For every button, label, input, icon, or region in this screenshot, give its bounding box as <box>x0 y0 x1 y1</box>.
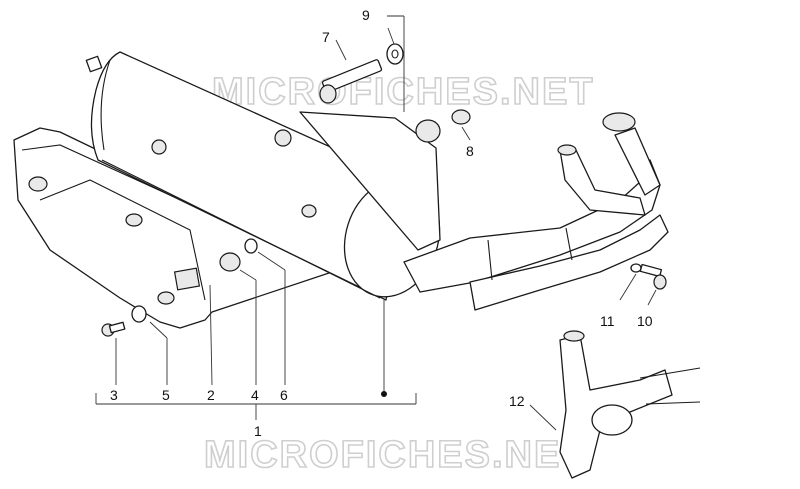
leader-dot <box>381 391 387 397</box>
callout-10: 10 <box>637 313 653 329</box>
bushing <box>415 119 441 143</box>
exhaust-pipe-12-inset <box>559 330 701 479</box>
callout-3: 3 <box>110 387 118 403</box>
callout-6: 6 <box>280 387 288 403</box>
callout-7: 7 <box>322 29 330 45</box>
leader-lines <box>95 15 657 431</box>
callout-8: 8 <box>466 143 474 159</box>
washer-5 <box>131 305 147 323</box>
bolt-10 <box>639 263 667 290</box>
callout-2: 2 <box>207 387 215 403</box>
callout-11: 11 <box>600 313 615 329</box>
callout-1: 1 <box>254 423 262 439</box>
bolt-7 <box>319 59 383 104</box>
callout-4: 4 <box>251 387 259 403</box>
washer-9 <box>386 43 404 65</box>
washer-11 <box>630 263 642 273</box>
grommet-2 <box>219 252 241 272</box>
callout-12: 12 <box>509 393 525 409</box>
exhaust-pipe <box>403 112 669 311</box>
bolt-3 <box>101 321 126 337</box>
muffler <box>85 51 441 301</box>
callout-5: 5 <box>162 387 170 403</box>
nut-8 <box>451 109 471 125</box>
spacer-4 <box>244 238 258 254</box>
watermark-top: MICROFICHES.NET <box>212 71 595 113</box>
heat-shield <box>13 127 339 329</box>
callout-9: 9 <box>362 7 370 23</box>
watermark-bottom: MICROFICHES.NET <box>204 434 587 476</box>
